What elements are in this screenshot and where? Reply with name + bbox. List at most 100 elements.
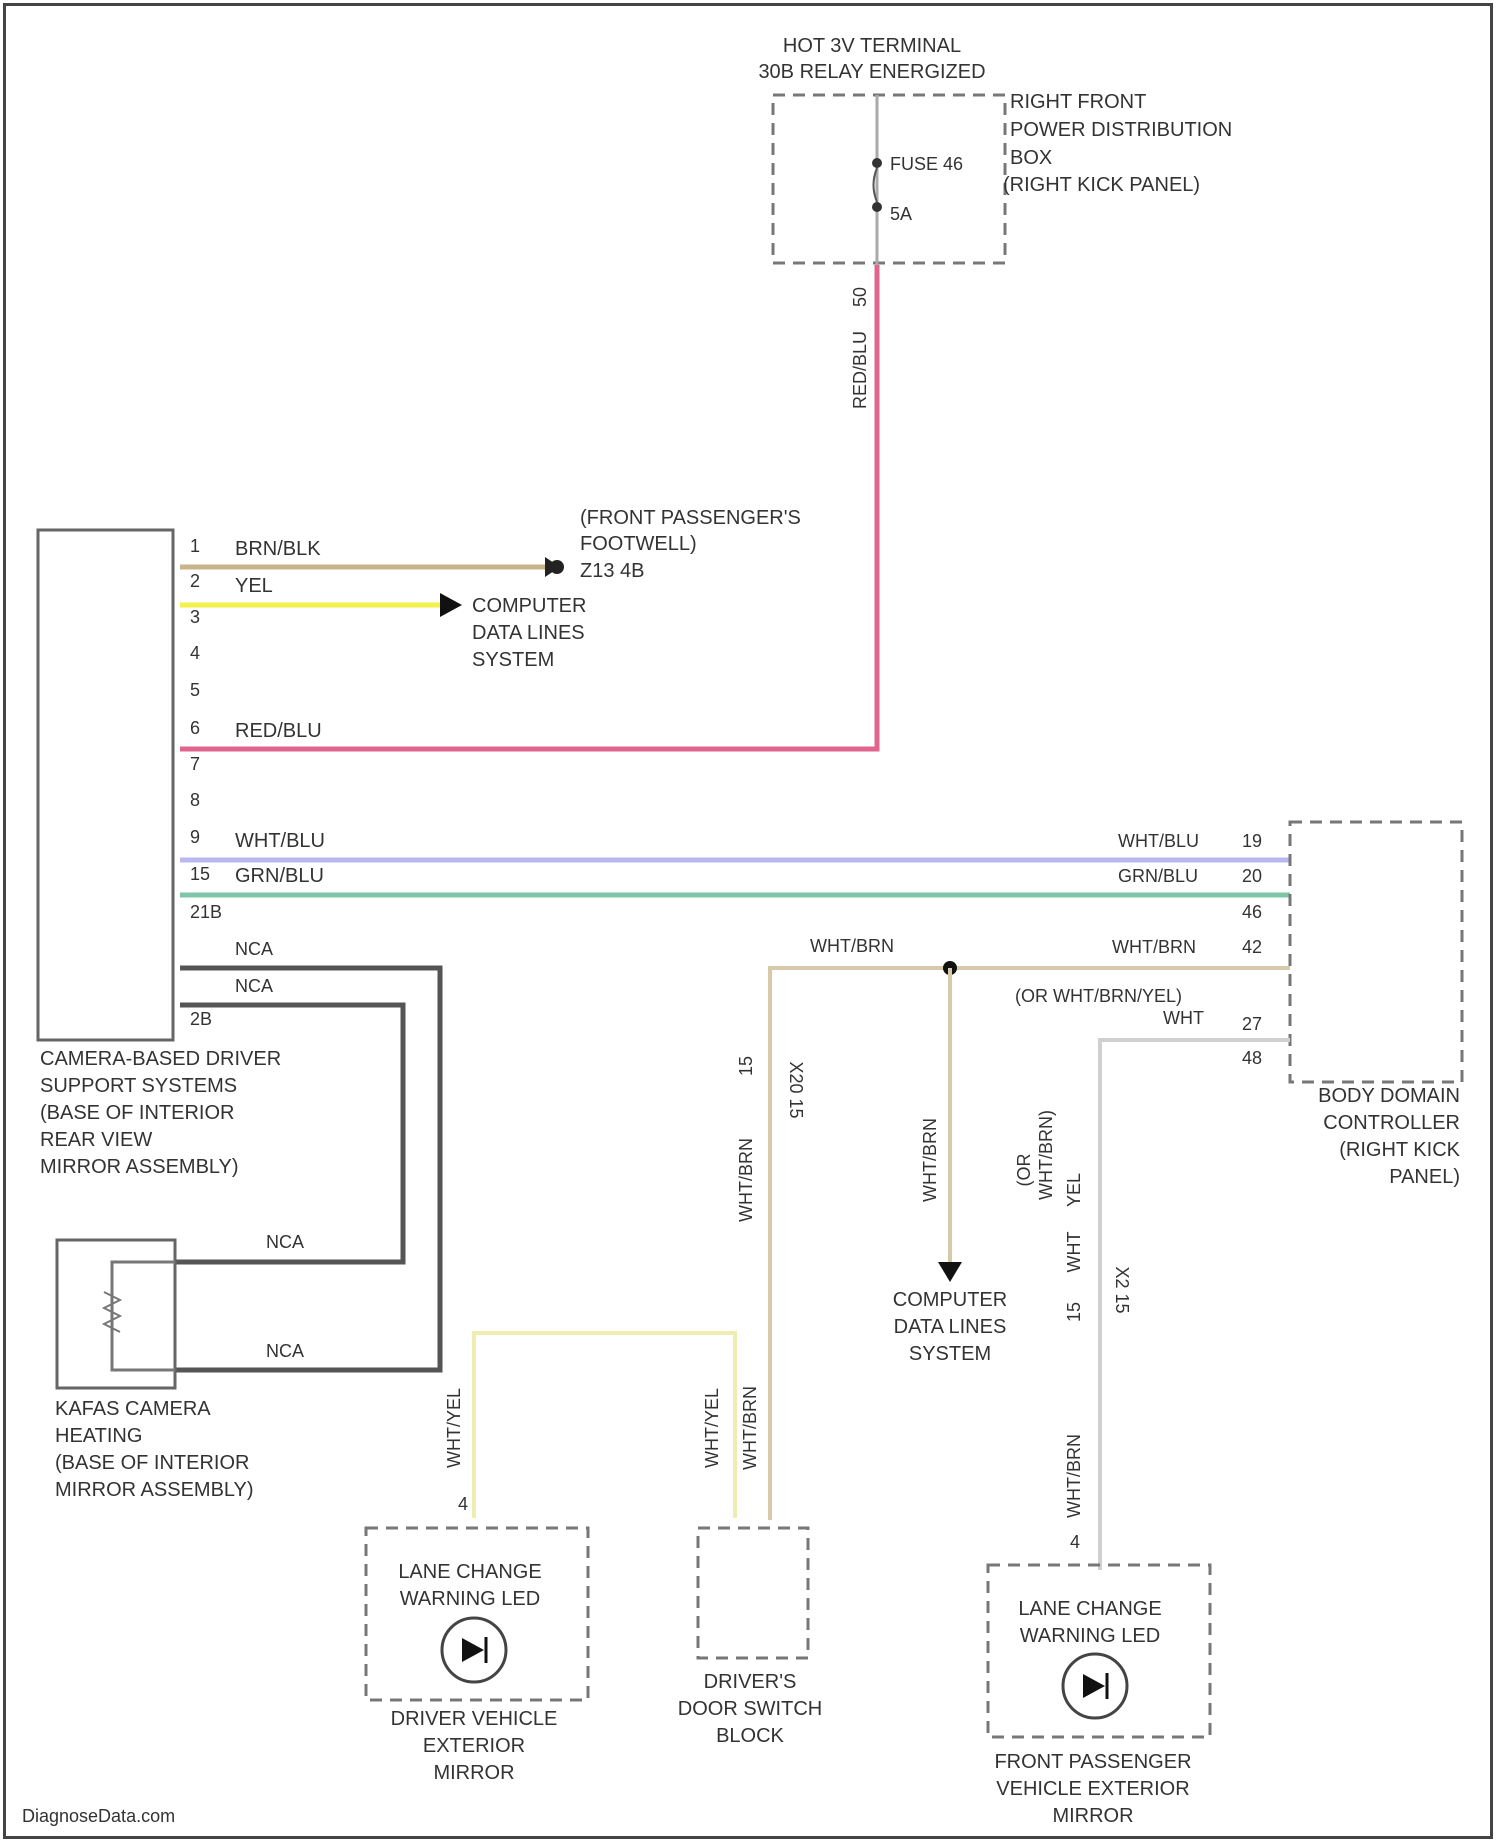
- driver-mirror-pin: 4: [458, 1494, 468, 1514]
- camera-label-2: SUPPORT SYSTEMS: [40, 1075, 237, 1097]
- power-title-2: 30B RELAY ENERGIZED: [758, 61, 985, 83]
- power-box-label-2: POWER DISTRIBUTION: [1010, 119, 1232, 141]
- power-box-label-4: (RIGHT KICK PANEL): [1003, 174, 1200, 196]
- wire-label-nca-2: NCA: [235, 976, 273, 996]
- wire-label-grn-blu: GRN/BLU: [235, 865, 324, 887]
- power-pin: 50: [850, 287, 870, 307]
- camera-pin: 2: [190, 571, 200, 591]
- passenger-mirror-name-3: MIRROR: [1052, 1805, 1133, 1827]
- bdc-wire-27: WHT: [1163, 1008, 1204, 1028]
- camera-label-4: REAR VIEW: [40, 1129, 152, 1151]
- passenger-mirror-name-1: FRONT PASSENGER: [994, 1751, 1191, 1773]
- data-lines-1-label-1: COMPUTER: [472, 595, 586, 617]
- camera-pin: 15: [190, 864, 210, 884]
- door-switch-label-1: DRIVER'S: [704, 1671, 797, 1693]
- watermark: DiagnoseData.com: [22, 1806, 175, 1826]
- bdc-label-4: PANEL): [1389, 1166, 1460, 1188]
- bdc-pin-48: 48: [1242, 1048, 1262, 1068]
- driver-mirror-name-1: DRIVER VEHICLE: [391, 1708, 558, 1730]
- door-switch-box: [698, 1528, 808, 1658]
- body-domain-controller-box: [1290, 822, 1462, 1082]
- ground-label-3: Z13 4B: [580, 560, 644, 582]
- heater-label-1: KAFAS CAMERA: [55, 1398, 211, 1420]
- passenger-wire-wht: WHT: [1064, 1232, 1084, 1273]
- camera-pin: 7: [190, 754, 200, 774]
- fuse-name: FUSE 46: [890, 154, 963, 174]
- ground-terminal: [550, 560, 564, 574]
- passenger-mirror-name-2: VEHICLE EXTERIOR: [996, 1778, 1189, 1800]
- camera-pin: 9: [190, 827, 200, 847]
- ground-label-2: FOOTWELL): [580, 533, 697, 555]
- heater-label-4: MIRROR ASSEMBLY): [55, 1479, 254, 1501]
- door-switch-label-3: BLOCK: [716, 1725, 784, 1747]
- bdc-label-1: BODY DOMAIN: [1318, 1085, 1460, 1107]
- door-wire-a: WHT/BRN: [736, 1138, 756, 1222]
- camera-pin: 21B: [190, 902, 222, 922]
- camera-pin: 5: [190, 680, 200, 700]
- camera-pin: 6: [190, 718, 200, 738]
- door-wire-brn: WHT/BRN: [740, 1386, 760, 1470]
- power-distribution-box: [773, 95, 1005, 263]
- driver-mirror-led-label-2: WARNING LED: [400, 1588, 540, 1610]
- power-box-label-3: BOX: [1010, 147, 1052, 169]
- heater-label-2: HEATING: [55, 1425, 142, 1447]
- camera-pin: 8: [190, 790, 200, 810]
- door-wire-yel: WHT/YEL: [702, 1388, 722, 1468]
- bdc-label-3: (RIGHT KICK: [1339, 1139, 1460, 1161]
- heater-nca-top: NCA: [266, 1232, 304, 1252]
- power-box-label-1: RIGHT FRONT: [1010, 91, 1146, 113]
- passenger-pin-b: X2 15: [1112, 1266, 1132, 1313]
- fuse-terminal-bottom: [872, 202, 882, 212]
- wire-wht-yel: [474, 1333, 735, 1518]
- camera-pin: 1: [190, 536, 200, 556]
- wire-label-yel: YEL: [235, 575, 273, 597]
- bdc-label-2: CONTROLLER: [1323, 1112, 1460, 1134]
- bdc-wire-42: WHT/BRN: [1112, 937, 1196, 957]
- power-title-1: HOT 3V TERMINAL: [783, 35, 961, 57]
- ground-label-1: (FRONT PASSENGER'S: [580, 507, 801, 529]
- data-lines-2-label-2: DATA LINES: [894, 1316, 1007, 1338]
- bdc-wire-20: GRN/BLU: [1118, 866, 1198, 886]
- driver-mirror-name-3: MIRROR: [433, 1762, 514, 1784]
- camera-label-5: MIRROR ASSEMBLY): [40, 1156, 239, 1178]
- fuse-rating: 5A: [890, 204, 912, 224]
- wire-label-nca-1: NCA: [235, 939, 273, 959]
- data-lines-1-label-2: DATA LINES: [472, 622, 585, 644]
- passenger-mirror-led-label-2: WARNING LED: [1020, 1625, 1160, 1647]
- camera-label-3: (BASE OF INTERIOR: [40, 1102, 234, 1124]
- door-switch-label-2: DOOR SWITCH: [678, 1698, 822, 1720]
- camera-pin: 2B: [190, 1009, 212, 1029]
- passenger-wire-or-2: WHT/BRN): [1036, 1110, 1056, 1200]
- heater-label-3: (BASE OF INTERIOR: [55, 1452, 249, 1474]
- data-lines-2-label-1: COMPUTER: [893, 1289, 1007, 1311]
- bdc-wire-19: WHT/BLU: [1118, 831, 1199, 851]
- passenger-wire-or: (OR: [1014, 1154, 1034, 1187]
- camera-module-box: [38, 530, 173, 1040]
- passenger-mirror-pin: 4: [1070, 1532, 1080, 1552]
- driver-mirror-name-2: EXTERIOR: [423, 1735, 525, 1757]
- data-lines-2-label-3: SYSTEM: [909, 1343, 991, 1365]
- wire-nca-inner: [175, 1005, 403, 1262]
- bdc-pin-46: 46: [1242, 902, 1262, 922]
- wire-label-red-blu: RED/BLU: [235, 720, 322, 742]
- data-lines-arrow-icon: [440, 593, 462, 617]
- passenger-wire-bottom: WHT/BRN: [1064, 1434, 1084, 1518]
- driver-mirror-wire: WHT/YEL: [444, 1388, 464, 1468]
- camera-pins: 1 2 3 4 5 6 7 8 9 15 21B 2B: [190, 536, 222, 1029]
- heater-nca-bottom: NCA: [266, 1341, 304, 1361]
- bdc-pin-27: 27: [1242, 1014, 1262, 1034]
- wire-label-brn-blk: BRN/BLK: [235, 538, 321, 560]
- bdc-alt-wire-label: (OR WHT/BRN/YEL): [1015, 986, 1182, 1006]
- bdc-pin-20: 20: [1242, 866, 1262, 886]
- passenger-pin-a: 15: [1064, 1302, 1084, 1322]
- door-pin-a: 15: [736, 1056, 756, 1076]
- passenger-wire-yel: YEL: [1064, 1173, 1084, 1207]
- data-lines-2-arrow-icon: [938, 1262, 962, 1282]
- bdc-pin-19: 19: [1242, 831, 1262, 851]
- passenger-mirror-led-label-1: LANE CHANGE: [1018, 1598, 1161, 1620]
- wire-label-wht-blu: WHT/BLU: [235, 830, 325, 852]
- bdc-pin-42: 42: [1242, 937, 1262, 957]
- splice-wire-top: WHT/BRN: [810, 936, 894, 956]
- camera-pin: 4: [190, 643, 200, 663]
